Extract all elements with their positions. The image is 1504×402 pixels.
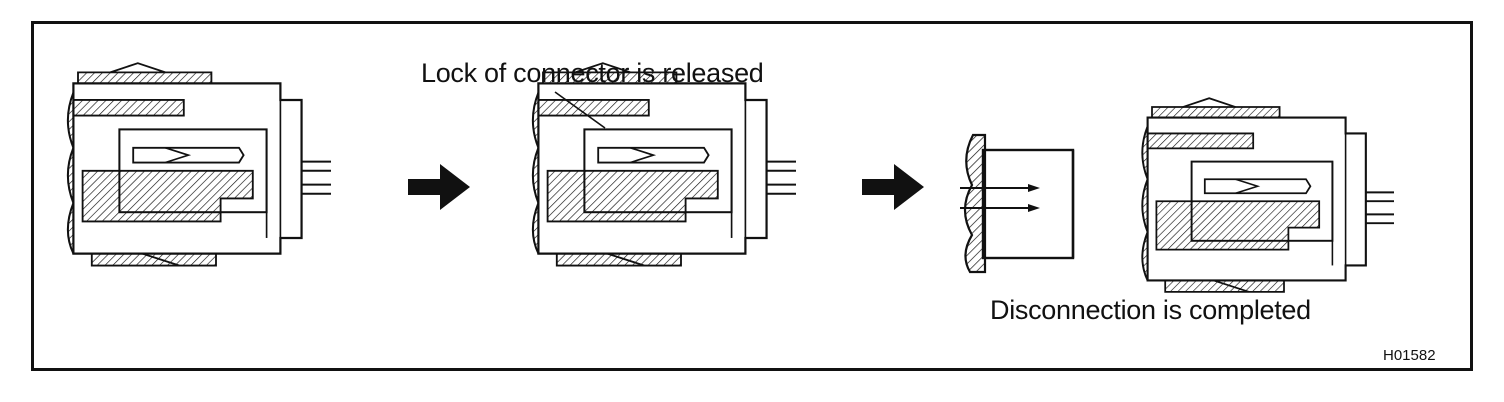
right-arrow-icon <box>408 164 470 210</box>
lock-leader-line <box>554 91 606 129</box>
lock-released-label: Lock of connector is released <box>421 58 764 88</box>
connector-lock-released <box>531 62 798 267</box>
female-connector-separated <box>1141 97 1396 293</box>
figure-frame <box>31 21 1473 371</box>
right-arrow-icon <box>862 164 924 210</box>
figure-code: H01582 <box>1383 347 1436 364</box>
disconnection-completed-label: Disconnection is completed <box>990 295 1311 325</box>
male-connector-separated <box>960 133 1075 274</box>
connector-connected <box>66 62 333 267</box>
